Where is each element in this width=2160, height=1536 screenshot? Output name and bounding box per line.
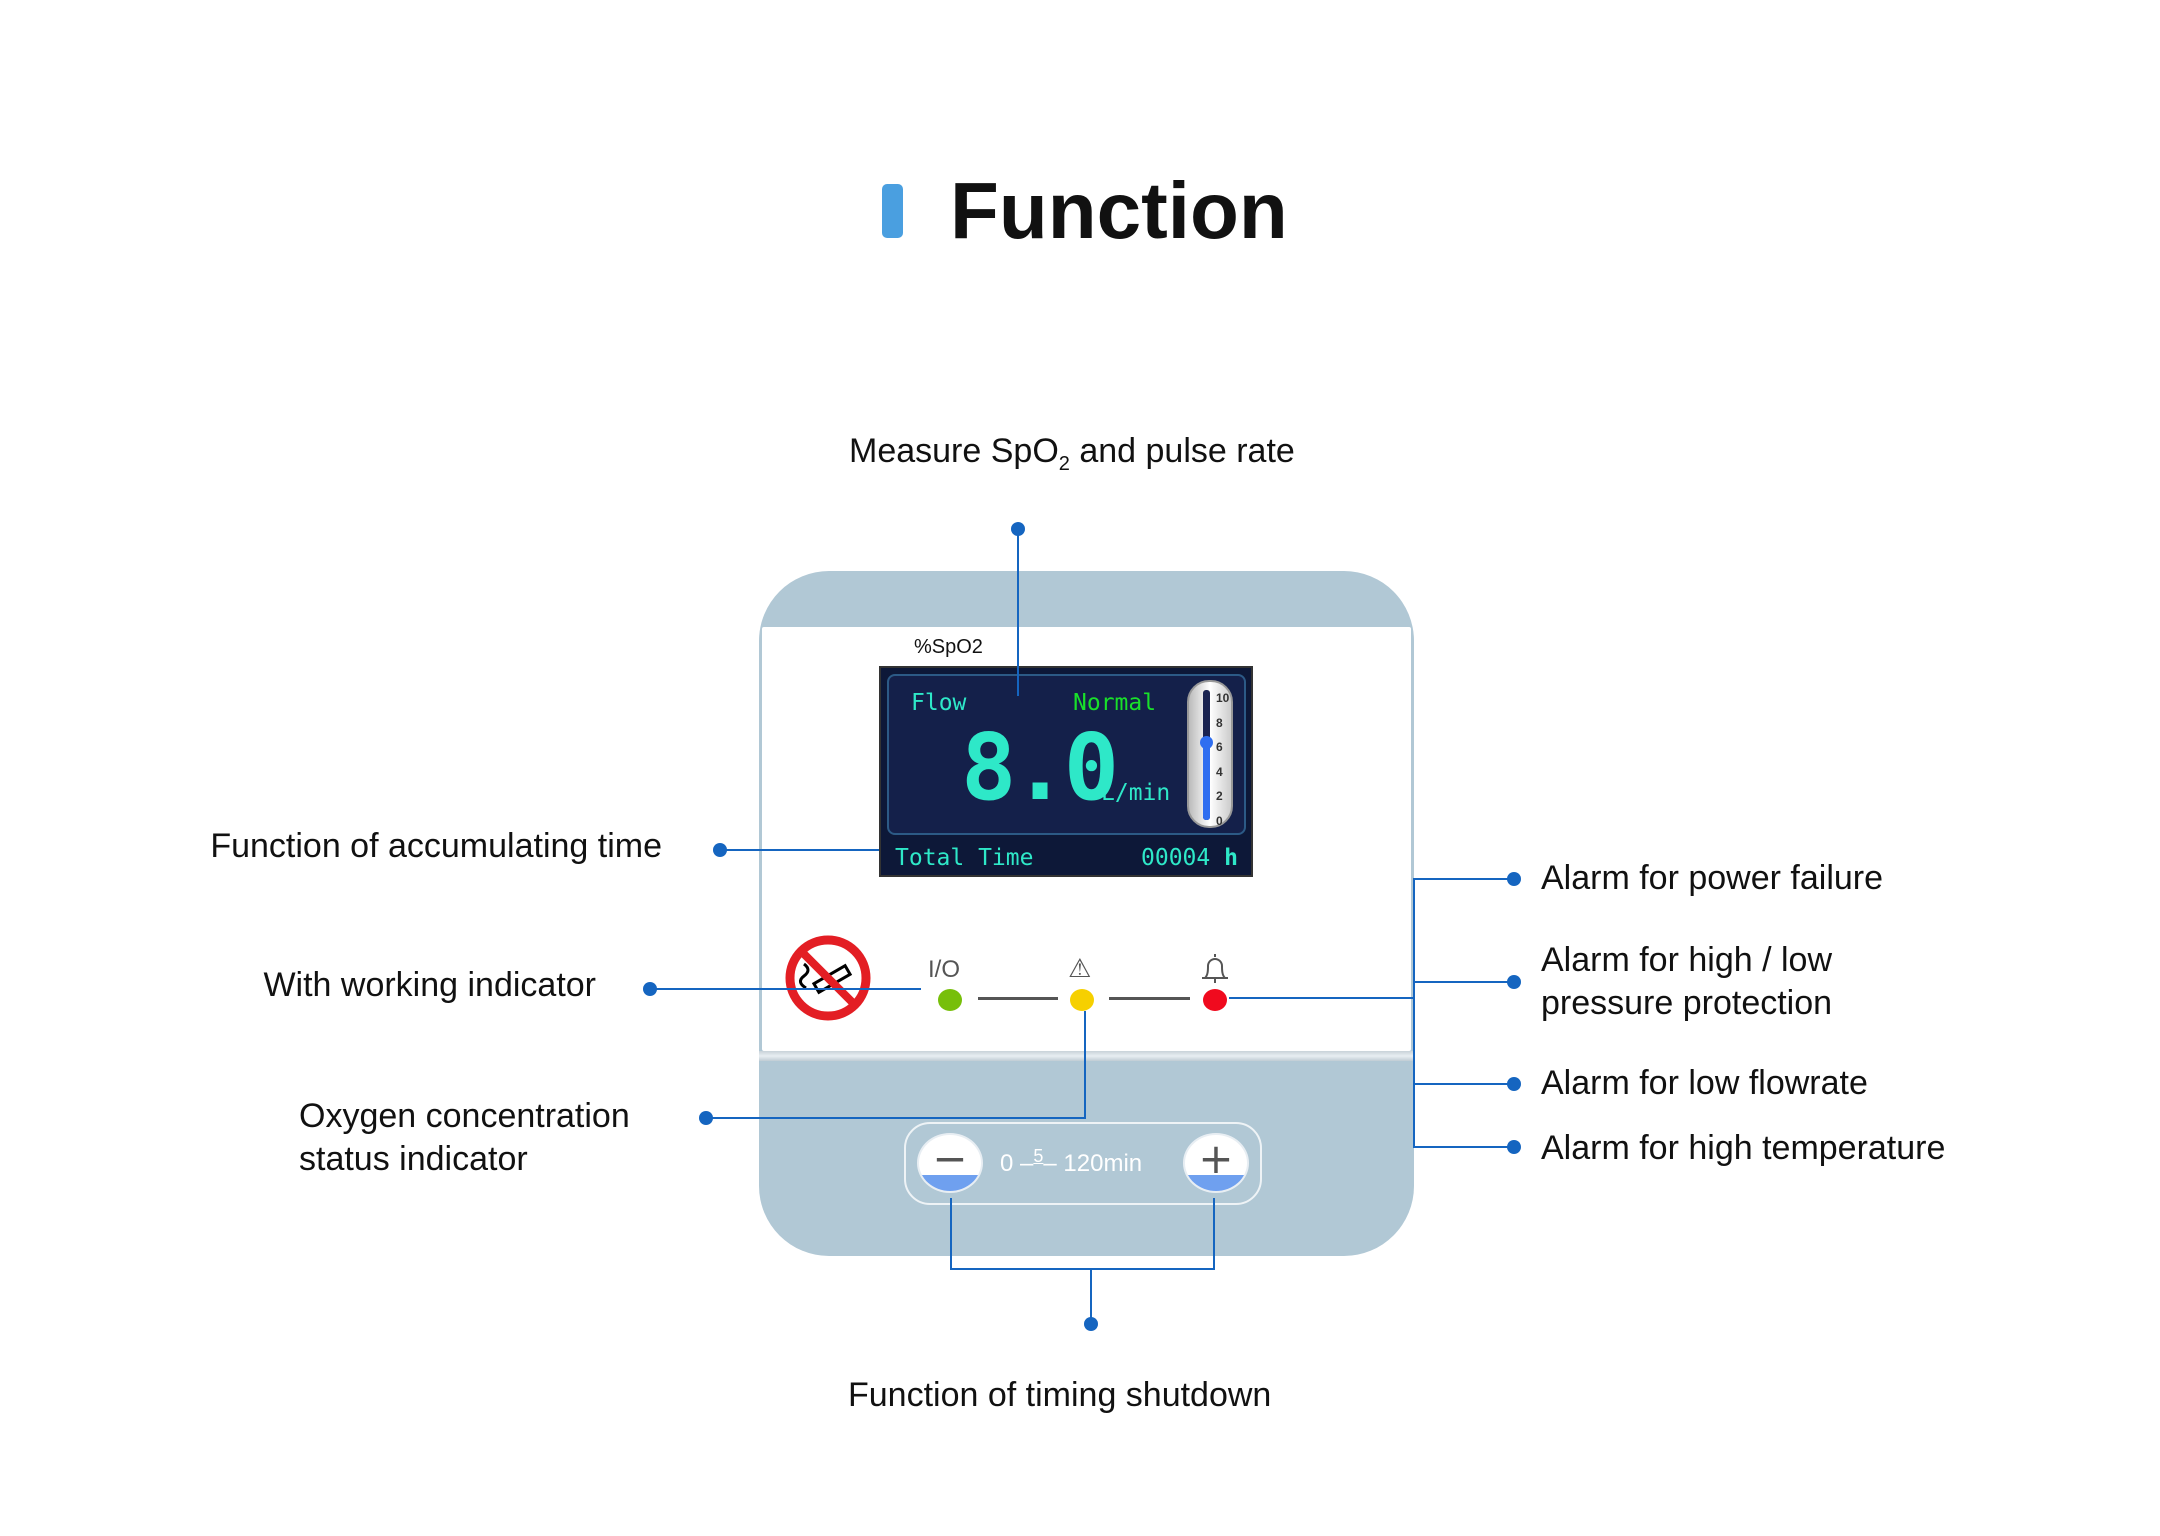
oxygen-status-line: status indicator [299, 1140, 528, 1178]
gauge-scale: 10 8 6 4 2 0 [1216, 686, 1229, 833]
timer-leader-left [950, 1198, 952, 1270]
low-flow-annotation: Alarm for low flowrate [1541, 1064, 1868, 1102]
indicator-connector [978, 997, 1058, 1000]
alarm-branch [1413, 1146, 1514, 1148]
title-accent-bar [882, 184, 903, 238]
status-normal: Normal [1073, 690, 1157, 716]
no-smoking-icon [784, 934, 872, 1022]
timing-shutdown-annotation: Function of timing shutdown [848, 1376, 1272, 1414]
alarm-branch [1413, 878, 1514, 880]
timer-minus-button[interactable]: − [917, 1133, 983, 1193]
flow-gauge: 10 8 6 4 2 0 [1187, 680, 1233, 828]
working-dot [643, 982, 657, 996]
spo2-label: %SpO2 [914, 636, 983, 658]
gauge-tick: 0 [1216, 813, 1223, 828]
page-title: Function [950, 166, 1288, 255]
gauge-tick: 6 [1216, 740, 1223, 754]
flow-unit: L/min [1101, 780, 1171, 806]
power-failure-annotation: Alarm for power failure [1541, 859, 1884, 897]
spo2-annotation: Measure SpO2 and pulse rate [849, 430, 1295, 486]
total-time-unit: h [1224, 845, 1238, 871]
oxygen-dot [699, 1111, 713, 1125]
alarm-leader-v [1413, 879, 1415, 1148]
timer-dot [1084, 1317, 1098, 1331]
flow-label: Flow [911, 690, 967, 716]
accumulating-time-annotation: Function of accumulating time [210, 827, 662, 865]
timer-range-step: 5 [1033, 1146, 1044, 1166]
timer-range: 0 –5– 120min [1000, 1146, 1143, 1177]
oxygen-leader-v [1084, 1011, 1086, 1119]
accum-dot [713, 843, 727, 857]
alarm-led [1203, 989, 1227, 1011]
gauge-tick: 2 [1216, 789, 1223, 803]
total-time-value: 00004 h [1141, 845, 1238, 871]
spo2-dot [1011, 522, 1025, 536]
low-flow-dot [1507, 1077, 1521, 1091]
timer-range-start: 0 [1000, 1150, 1014, 1177]
total-time-label: Total Time [895, 845, 1034, 871]
gauge-tick: 8 [1216, 715, 1223, 730]
flow-value: 8.0 [961, 714, 1119, 821]
gauge-fill [1203, 742, 1210, 820]
timer-leader-v [1090, 1268, 1092, 1324]
lcd-inner-frame [887, 674, 1246, 835]
gauge-knob [1200, 736, 1213, 749]
gauge-tick: 10 [1216, 691, 1230, 705]
working-leader [650, 988, 921, 990]
working-indicator-annotation: With working indicator [263, 966, 596, 1004]
lcd-screen: Flow Normal 8.0 L/min 10 8 6 4 2 0 Total… [879, 666, 1253, 877]
total-time-digits: 00004 [1141, 845, 1211, 871]
pressure-line: pressure protection [1541, 984, 1833, 1022]
spo2-annotation-rest: and pulse rate [1069, 432, 1295, 470]
device-divider [759, 1051, 1414, 1061]
oxygen-status-annotation: Oxygen concentration status indicator [299, 1095, 630, 1181]
oxygen-leader-h [706, 1117, 1086, 1119]
bell-icon [1200, 952, 1230, 986]
plus-icon: + [1198, 1134, 1234, 1183]
oxygen-status-led [1070, 989, 1094, 1011]
pressure-line: Alarm for high / low [1541, 941, 1832, 979]
timer-plus-button[interactable]: + [1183, 1133, 1249, 1193]
spo2-leader [1017, 529, 1019, 696]
timer-leader-right [1213, 1198, 1215, 1270]
pressure-annotation: Alarm for high / low pressure protection [1541, 939, 1832, 1025]
working-indicator-led [938, 989, 962, 1011]
indicator-connector [1109, 997, 1190, 1000]
power-label: I/O [928, 956, 961, 983]
alarm-branch [1413, 981, 1514, 983]
timer-control [904, 1122, 1262, 1205]
alarm-branch [1413, 1083, 1514, 1085]
oxygen-status-line: Oxygen concentration [299, 1097, 630, 1135]
alarm-leader-h [1229, 997, 1415, 999]
pressure-dot [1507, 975, 1521, 989]
high-temp-annotation: Alarm for high temperature [1541, 1129, 1946, 1167]
high-temp-dot [1507, 1140, 1521, 1154]
spo2-annotation-sub: 2 [1058, 452, 1070, 475]
warning-icon: ⚠ [1068, 954, 1092, 984]
spo2-annotation-text: Measure SpO [849, 432, 1059, 470]
accum-leader [720, 849, 879, 851]
gauge-tick: 4 [1216, 764, 1223, 779]
power-failure-dot [1507, 872, 1521, 886]
minus-icon: − [932, 1134, 968, 1183]
timer-range-end: 120min [1063, 1150, 1143, 1177]
timer-leader-h [950, 1268, 1215, 1270]
